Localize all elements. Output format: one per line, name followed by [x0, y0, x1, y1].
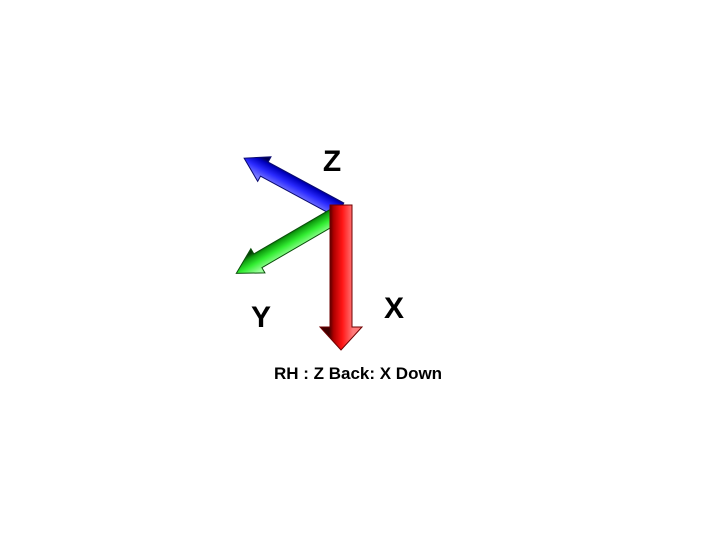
z-axis-arrow	[243, 156, 345, 218]
y-axis-label: Y	[251, 301, 271, 334]
x-axis-label: X	[384, 292, 404, 325]
x-axis-arrow	[318, 204, 364, 351]
z-axis-label: Z	[323, 145, 341, 178]
y-axis-arrow	[235, 205, 345, 274]
convention-caption: RH : Z Back: X Down	[274, 364, 442, 383]
